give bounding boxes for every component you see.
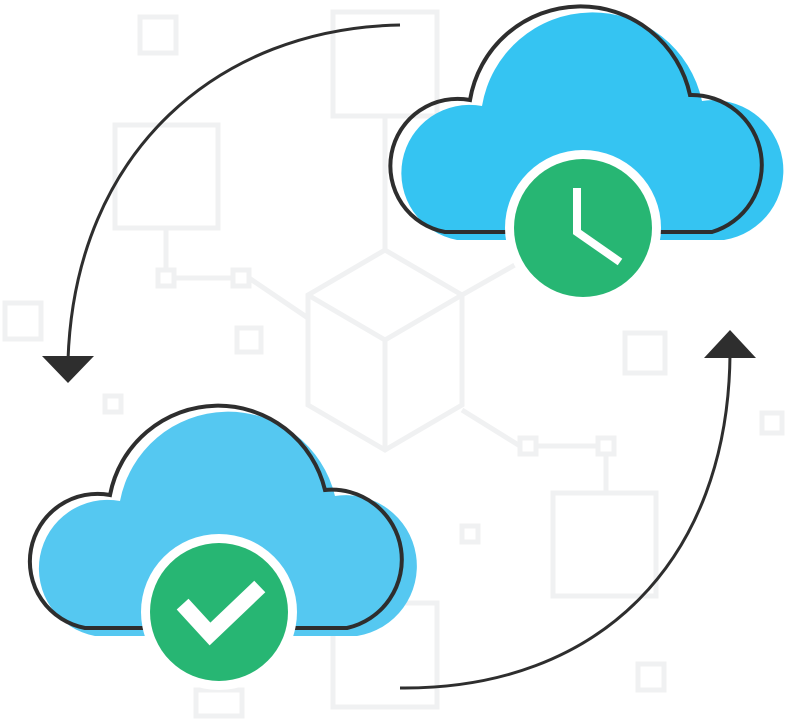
cloud-top-fill <box>401 12 784 240</box>
arrow-curve-left <box>66 23 401 361</box>
cloud-top-outline <box>388 4 764 234</box>
arrow-up-icon <box>704 330 756 358</box>
checkmark-badge <box>141 534 297 690</box>
background-network-shapes <box>2 9 785 719</box>
arrow-down-icon <box>42 356 94 383</box>
cloud-icon-top <box>388 4 784 240</box>
cloud-bottom-outline <box>27 403 404 630</box>
clock-icon <box>573 188 623 266</box>
clock-badge <box>505 150 661 306</box>
checkmark-icon <box>176 580 266 646</box>
arrow-curve-right <box>399 354 732 690</box>
cloud-icon-bottom <box>27 403 417 636</box>
cloud-bottom-fill <box>38 411 417 636</box>
